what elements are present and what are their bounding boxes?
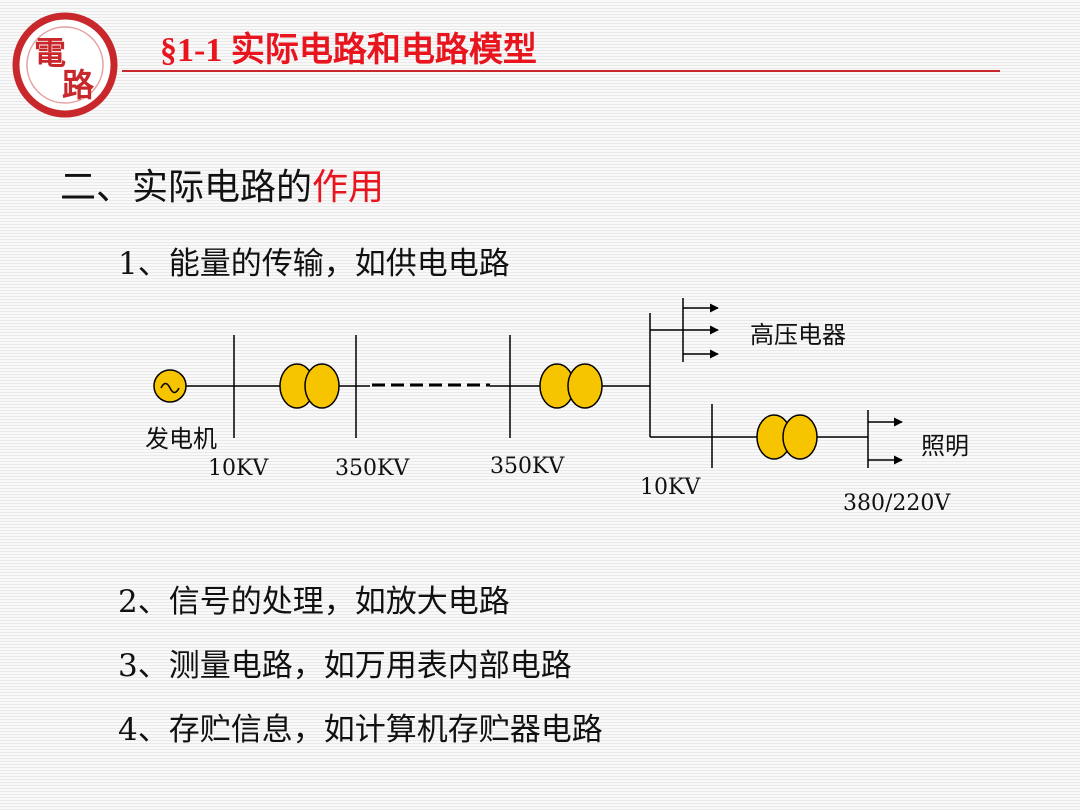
list-item-measure: 3、测量电路，如万用表内部电路	[118, 648, 572, 684]
high-voltage-load-arrows	[683, 303, 719, 359]
transformer-step-up	[279, 363, 340, 409]
label-350kv-step-down: 350KV	[490, 454, 565, 479]
list-item-energy: 1、能量的传输，如供电电路	[118, 246, 510, 282]
label-lighting: 照明	[921, 432, 969, 460]
label-350kv-step-up: 350KV	[335, 456, 410, 481]
list-item-storage: 4、存贮信息，如计算机存贮器电路	[118, 712, 603, 748]
label-10kv-generator: 10KV	[208, 456, 269, 481]
section-heading: 二、实际电路的作用	[60, 158, 384, 210]
lighting-load-arrows	[868, 417, 903, 465]
title-underline	[122, 70, 1000, 72]
slide-title: §1-1 实际电路和电路模型	[160, 32, 537, 69]
heading-prefix: 二、实际电路的	[60, 167, 313, 208]
transformer-distribution	[756, 414, 818, 460]
branch-lines	[649, 298, 868, 438]
label-10kv-branch: 10KV	[640, 475, 701, 500]
logo-char-bottom: 路	[62, 66, 95, 104]
label-generator: 发电机	[145, 425, 217, 453]
list-item-signal: 2、信号的处理，如放大电路	[118, 584, 510, 620]
transformer-step-down	[539, 363, 603, 409]
circuit-logo: 電 路	[12, 12, 118, 118]
label-high-voltage-equipment: 高压电器	[750, 321, 846, 349]
heading-highlight: 作用	[312, 167, 385, 208]
generator-symbol	[153, 369, 187, 403]
label-380-220v: 380/220V	[843, 491, 951, 516]
logo-char-top: 電	[34, 34, 66, 72]
bus-ticks	[233, 335, 869, 468]
